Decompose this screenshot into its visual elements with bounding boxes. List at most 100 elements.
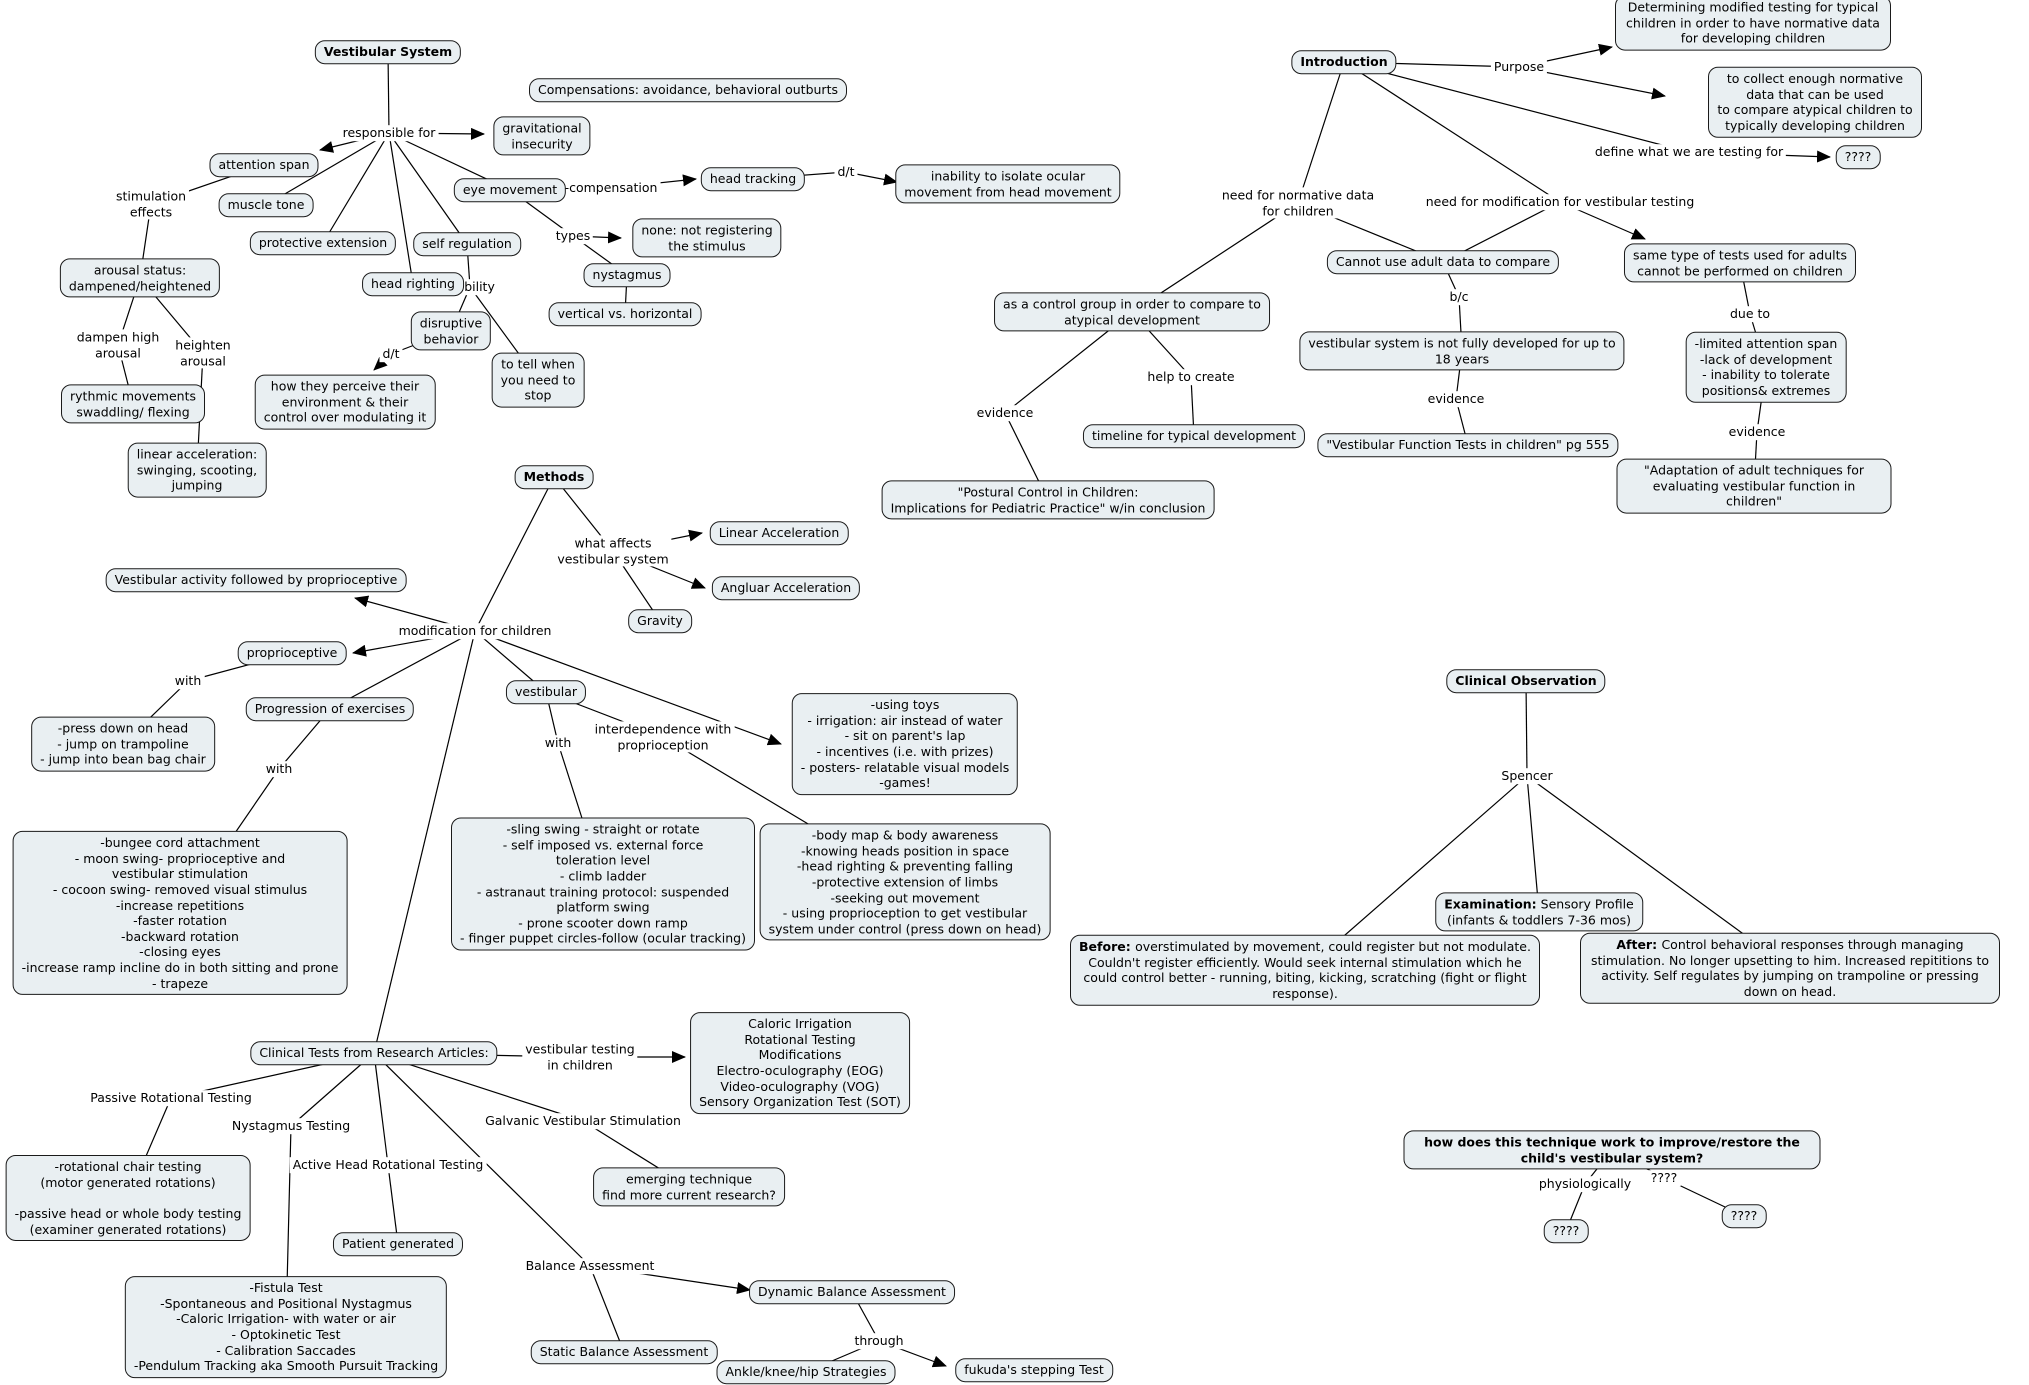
- link-label-with-3[interactable]: with: [541, 735, 575, 751]
- node-vestibular-function-tests[interactable]: "Vestibular Function Tests in children" …: [1317, 433, 1619, 457]
- node-self-regulation[interactable]: self regulation: [413, 232, 521, 256]
- link-label-evidence-1[interactable]: evidence: [973, 405, 1037, 421]
- node-introduction[interactable]: Introduction: [1291, 50, 1397, 74]
- connector-line: [1526, 775, 1540, 913]
- link-label-dt-disruptive[interactable]: d/t: [379, 346, 403, 362]
- node-after[interactable]: After: Control behavioral responses thro…: [1580, 932, 2000, 1004]
- link-label-need-normative-data[interactable]: need for normative data for children: [1218, 187, 1378, 219]
- node-caloric-box[interactable]: Caloric Irrigation Rotational Testing Mo…: [690, 1012, 910, 1114]
- node-compensations[interactable]: Compensations: avoidance, behavioral out…: [529, 78, 847, 102]
- link-label-physiologically[interactable]: physiologically: [1535, 1176, 1635, 1192]
- node-clinical-tests[interactable]: Clinical Tests from Research Articles:: [250, 1041, 498, 1065]
- node-vestibular-activity[interactable]: Vestibular activity followed by proprioc…: [105, 568, 407, 592]
- node-clinical-observation[interactable]: Clinical Observation: [1446, 669, 1606, 693]
- node-body-map[interactable]: -body map & body awareness -knowing head…: [759, 823, 1051, 941]
- link-label-galvanic[interactable]: Galvanic Vestibular Stimulation: [482, 1113, 684, 1129]
- node-rythmic-movements[interactable]: rythmic movements swaddling/ flexing: [61, 384, 205, 424]
- link-label-dampen-high-arousal[interactable]: dampen high arousal: [73, 329, 163, 361]
- node-attention-span[interactable]: attention span: [209, 153, 319, 177]
- node-static-balance[interactable]: Static Balance Assessment: [530, 1340, 718, 1364]
- node-gravitational-insecurity[interactable]: gravitational insecurity: [493, 116, 591, 156]
- link-label-through[interactable]: through: [851, 1333, 907, 1349]
- node-progression-exercises[interactable]: Progression of exercises: [245, 697, 415, 721]
- link-label-balance-assessment[interactable]: Balance Assessment: [522, 1258, 658, 1274]
- node-before[interactable]: Before: overstimulated by movement, coul…: [1070, 934, 1540, 1006]
- node-nystagmus[interactable]: nystagmus: [583, 263, 671, 287]
- link-label-types[interactable]: types: [552, 228, 594, 244]
- node-head-tracking[interactable]: head tracking: [700, 167, 806, 191]
- connector-line: [322, 132, 390, 244]
- link-label-interdependence[interactable]: interdependence with proprioception: [591, 721, 735, 753]
- node-qqqq-define[interactable]: ????: [1835, 145, 1881, 169]
- node-protective-extension[interactable]: protective extension: [249, 231, 397, 255]
- node-examination[interactable]: Examination: Sensory Profile (infants & …: [1435, 892, 1643, 932]
- node-cannot-use-adult-data[interactable]: Cannot use adult data to compare: [1326, 250, 1560, 274]
- node-linear-acceleration[interactable]: Linear Acceleration: [709, 521, 849, 545]
- node-angluar-acceleration[interactable]: Angluar Acceleration: [711, 576, 861, 600]
- node-determining-modified[interactable]: Determining modified testing for typical…: [1615, 0, 1891, 51]
- node-qqqq-box-2[interactable]: ????: [1721, 1204, 1767, 1228]
- node-eye-movement[interactable]: eye movement: [453, 178, 567, 202]
- link-label-active-head[interactable]: Active Head Rotational Testing: [289, 1157, 487, 1173]
- node-vestibular-node[interactable]: vestibular: [505, 680, 587, 704]
- node-press-down-head[interactable]: -press down on head - jump on trampoline…: [31, 716, 215, 772]
- node-adaptation-adult-techniques[interactable]: "Adaptation of adult techniques for eval…: [1616, 458, 1892, 514]
- node-fukuda[interactable]: fukuda's stepping Test: [955, 1358, 1113, 1382]
- node-to-tell-when-stop[interactable]: to tell when you need to stop: [491, 352, 585, 408]
- link-label-stimulation-effects[interactable]: stimulation effects: [112, 188, 190, 220]
- link-label-heighten-arousal[interactable]: heighten arousal: [172, 337, 234, 369]
- node-how-they-perceive[interactable]: how they perceive their environment & th…: [254, 374, 436, 430]
- link-label-spencer[interactable]: Spencer: [1498, 768, 1556, 784]
- link-label-due-to[interactable]: due to: [1726, 306, 1774, 322]
- node-control-group[interactable]: as a control group in order to compare t…: [994, 292, 1270, 332]
- link-label-passive-rotational[interactable]: Passive Rotational Testing: [87, 1090, 255, 1106]
- node-none-not-registering[interactable]: none: not registering the stimulus: [632, 218, 782, 258]
- node-proprioceptive[interactable]: proprioceptive: [237, 641, 347, 665]
- node-dynamic-balance[interactable]: Dynamic Balance Assessment: [749, 1280, 955, 1304]
- link-label-evidence-2[interactable]: evidence: [1424, 391, 1488, 407]
- node-gravity[interactable]: Gravity: [628, 609, 692, 633]
- link-label-define-what-testing[interactable]: define what we are testing for: [1591, 144, 1787, 160]
- node-muscle-tone[interactable]: muscle tone: [218, 193, 314, 217]
- node-fistula-test[interactable]: -Fistula Test -Spontaneous and Positiona…: [124, 1276, 448, 1378]
- link-label-dt-head-tracking[interactable]: d/t: [834, 164, 858, 180]
- node-linear-acceleration-swinging[interactable]: linear acceleration: swinging, scooting,…: [127, 442, 267, 498]
- node-rotational-chair[interactable]: -rotational chair testing (motor generat…: [5, 1154, 251, 1242]
- node-inability-isolate[interactable]: inability to isolate ocular movement fro…: [895, 164, 1121, 204]
- node-same-type-tests[interactable]: same type of tests used for adults canno…: [1623, 243, 1857, 283]
- node-vertical-vs-horizontal[interactable]: vertical vs. horizontal: [548, 302, 702, 326]
- node-vestibular-not-developed[interactable]: vestibular system is not fully developed…: [1299, 331, 1625, 371]
- node-postural-control[interactable]: "Postural Control in Children: Implicati…: [881, 480, 1215, 520]
- node-methods[interactable]: Methods: [514, 465, 594, 489]
- link-label-need-modification[interactable]: need for modification for vestibular tes…: [1422, 194, 1698, 210]
- node-using-toys[interactable]: -using toys - irrigation: air instead of…: [791, 693, 1019, 795]
- node-collect-normative[interactable]: to collect enough normative data that ca…: [1708, 66, 1922, 138]
- connector-line: [474, 476, 555, 632]
- node-patient-generated[interactable]: Patient generated: [332, 1232, 464, 1256]
- link-label-bc[interactable]: b/c: [1446, 289, 1472, 305]
- node-limited-attention-span[interactable]: -limited attention span -lack of develop…: [1685, 331, 1847, 403]
- link-label-purpose[interactable]: Purpose: [1490, 59, 1548, 75]
- link-label-with-2[interactable]: with: [262, 761, 296, 777]
- link-label-responsible-for[interactable]: responsible for: [339, 125, 439, 141]
- link-label-nystagmus-testing[interactable]: Nystagmus Testing: [228, 1118, 354, 1134]
- node-qqqq-box-1[interactable]: ????: [1543, 1219, 1589, 1243]
- link-label-with-1[interactable]: with: [171, 673, 205, 689]
- link-label-help-to-create[interactable]: help to create: [1144, 369, 1238, 385]
- node-head-righting[interactable]: head righting: [362, 272, 464, 296]
- node-sling-swing[interactable]: -sling swing - straight or rotate - self…: [451, 817, 755, 951]
- node-bungee-cord[interactable]: -bungee cord attachment - moon swing- pr…: [12, 830, 348, 996]
- node-emerging-technique[interactable]: emerging technique find more current res…: [593, 1167, 785, 1207]
- node-arousal-status[interactable]: arousal status: dampened/heightened: [59, 258, 221, 298]
- link-label-vestibular-testing-children[interactable]: vestibular testing in children: [522, 1041, 638, 1073]
- link-label-modification-for-children[interactable]: modification for children: [395, 623, 555, 639]
- node-timeline-typical[interactable]: timeline for typical development: [1082, 424, 1306, 448]
- node-vestibular-system[interactable]: Vestibular System: [314, 40, 462, 64]
- node-disruptive-behavior[interactable]: disruptive behavior: [410, 311, 492, 351]
- node-ankle-knee-hip[interactable]: Ankle/knee/hip Strategies: [716, 1360, 896, 1384]
- link-label-what-affects[interactable]: what affects vestibular system: [554, 535, 672, 567]
- link-label-qqqq-link[interactable]: ????: [1647, 1170, 1681, 1186]
- node-how-does-technique[interactable]: how does this technique work to improve/…: [1403, 1130, 1821, 1170]
- link-label-evidence-3[interactable]: evidence: [1725, 424, 1789, 440]
- link-label-compensation-label[interactable]: -compensation: [561, 180, 661, 196]
